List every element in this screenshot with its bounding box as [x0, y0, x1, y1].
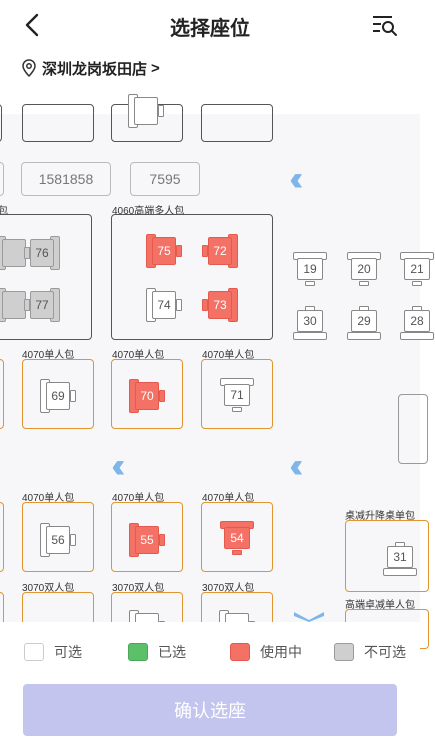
room-label-3070-a: 3070双人包 [22, 583, 75, 594]
room-label-3070-b: 3070双人包 [112, 583, 165, 594]
legend-available: 可选 [24, 642, 82, 662]
seat-legend: 可选 已选 使用中 不可选 [0, 622, 420, 682]
location-pin-icon [22, 59, 36, 78]
room-top-c [201, 104, 273, 142]
store-selector[interactable]: 深圳龙岗坂田店 > [22, 56, 160, 80]
page-title: 选择座位 [170, 18, 250, 40]
list-search-icon [373, 16, 397, 36]
seat-54: 54 [218, 521, 256, 555]
legend-in-use-swatch [230, 643, 250, 661]
seat-76: 76 [24, 234, 60, 272]
chevron-left-icon [25, 13, 39, 37]
legend-unavailable: 不可选 [334, 642, 406, 662]
room-label-4070-b: 4070单人包 [112, 350, 165, 361]
seat-30[interactable]: 30 [291, 306, 329, 340]
legend-available-label: 可选 [54, 644, 82, 660]
seat-77: 77 [24, 286, 60, 324]
room-label-4070-f: 4070单人包 [202, 493, 255, 504]
room-right-edge [398, 394, 428, 464]
room-4070-b [111, 359, 183, 429]
room-4070-d [22, 502, 94, 572]
legend-available-swatch [24, 643, 44, 661]
seat-70: 70 [129, 377, 165, 415]
room-left-edge-orange-1 [0, 359, 4, 429]
room-4060-multi [111, 214, 273, 340]
seat-69[interactable]: 69 [40, 377, 76, 415]
seat-19[interactable]: 19 [291, 252, 329, 286]
room-4070-f [201, 502, 273, 572]
legend-in-use: 使用中 [230, 642, 302, 662]
scroll-down-arrow-icon[interactable] [294, 612, 324, 622]
legend-selected-swatch [128, 643, 148, 661]
room-4070-a [22, 359, 94, 429]
legend-selected: 已选 [128, 642, 186, 662]
legend-in-use-label: 使用中 [260, 644, 302, 660]
room-4070-c [201, 359, 273, 429]
room-label-left-edge: 包 [0, 206, 8, 217]
legend-selected-label: 已选 [158, 644, 186, 660]
seat-71[interactable]: 71 [218, 378, 256, 412]
store-arrow-icon: > [151, 59, 160, 77]
seat-search-button[interactable] [370, 10, 400, 40]
seat-75: 75 [146, 232, 182, 270]
seat-29[interactable]: 29 [345, 306, 383, 340]
room-4070-e [111, 502, 183, 572]
room-top-a [22, 104, 94, 142]
seat-28[interactable]: 28 [398, 306, 436, 340]
room-label-desk-lift: 桌减升降桌单包 [345, 511, 415, 522]
seat-top-partial[interactable] [128, 92, 164, 130]
store-name: 深圳龙岗坂田店 [42, 60, 148, 78]
room-label-4070-c: 4070单人包 [202, 350, 255, 361]
room-label-3070-c: 3070双人包 [202, 583, 255, 594]
room-left-edge-orange-2 [0, 502, 4, 572]
seat-map[interactable]: 1581858 7595 ‹‹ 包 76 77 4060高端多人包 75 72 … [0, 94, 434, 649]
seat-21[interactable]: 21 [398, 252, 436, 286]
legend-unavailable-label: 不可选 [364, 644, 406, 660]
code-box-7595: 7595 [130, 162, 200, 196]
seat-73: 73 [202, 286, 238, 324]
room-label-4060: 4060高端多人包 [112, 206, 185, 217]
seat-31[interactable]: 31 [381, 542, 419, 576]
confirm-seat-button[interactable]: 确认选座 [23, 684, 397, 736]
seat-72: 72 [202, 232, 238, 270]
header: 选择座位 [0, 0, 420, 50]
room-label-desk-high: 高端卓减单人包 [345, 600, 415, 611]
code-box-1581858: 1581858 [21, 162, 111, 196]
back-button[interactable] [18, 10, 48, 40]
seat-74[interactable]: 74 [146, 286, 182, 324]
seat-55: 55 [129, 521, 165, 559]
room-left-edge [0, 214, 92, 340]
room-label-4070-a: 4070单人包 [22, 350, 75, 361]
seat-56[interactable]: 56 [40, 521, 76, 559]
room-label-4070-e: 4070单人包 [112, 493, 165, 504]
code-box-left-edge [0, 162, 4, 196]
room-top-left-edge [0, 104, 2, 142]
legend-unavailable-swatch [334, 643, 354, 661]
room-desk-lift [345, 520, 429, 592]
seat-20[interactable]: 20 [345, 252, 383, 286]
room-label-4070-d: 4070单人包 [22, 493, 75, 504]
